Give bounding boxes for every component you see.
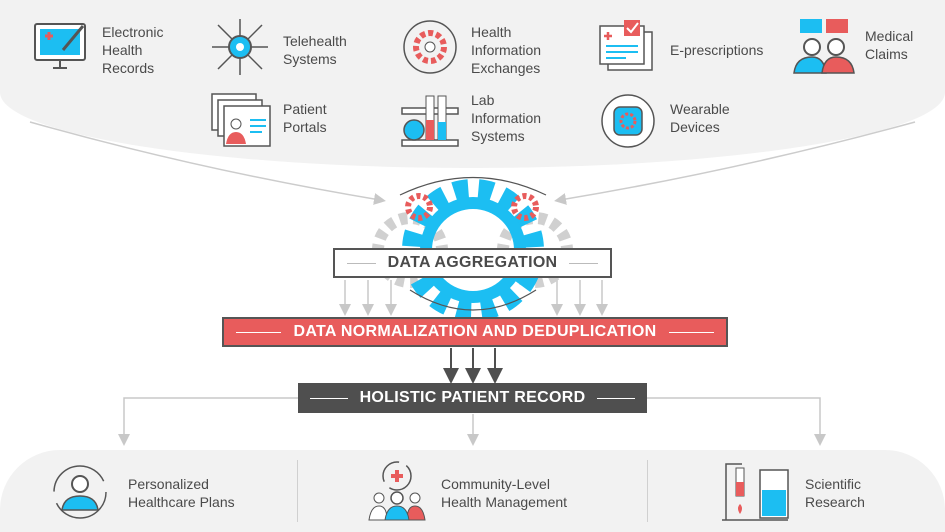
lab-flask-icon [722,463,789,521]
gear-cluster-icon [372,177,573,321]
sources-background [0,0,945,168]
normalization-arrows [443,348,503,384]
divider [297,460,298,522]
connector-left [29,121,386,205]
connector-right [554,121,916,205]
smartwatch-icon [601,94,655,148]
divider [647,460,648,522]
data-normalization-stage: DATA NORMALIZATION AND DEDUPLICATION [222,317,728,347]
person-cycle-icon [53,465,107,519]
lab-tubes-icon [401,95,459,147]
monitor-pen-icon [34,23,86,69]
source-label-eprescriptions: E-prescriptions [670,42,764,58]
exchange-gear-icon [403,20,457,74]
people-chat-icon [793,19,855,74]
portal-windows-icon [211,93,271,147]
data-aggregation-stage: DATA AGGREGATION [333,248,612,278]
prescription-icon [599,20,653,71]
holistic-patient-record-stage: HOLISTIC PATIENT RECORD [298,383,647,413]
outcome-arrows [118,397,826,446]
community-health-icon [368,461,426,521]
aggregation-arrows [339,280,608,316]
network-gear-icon [212,19,268,75]
